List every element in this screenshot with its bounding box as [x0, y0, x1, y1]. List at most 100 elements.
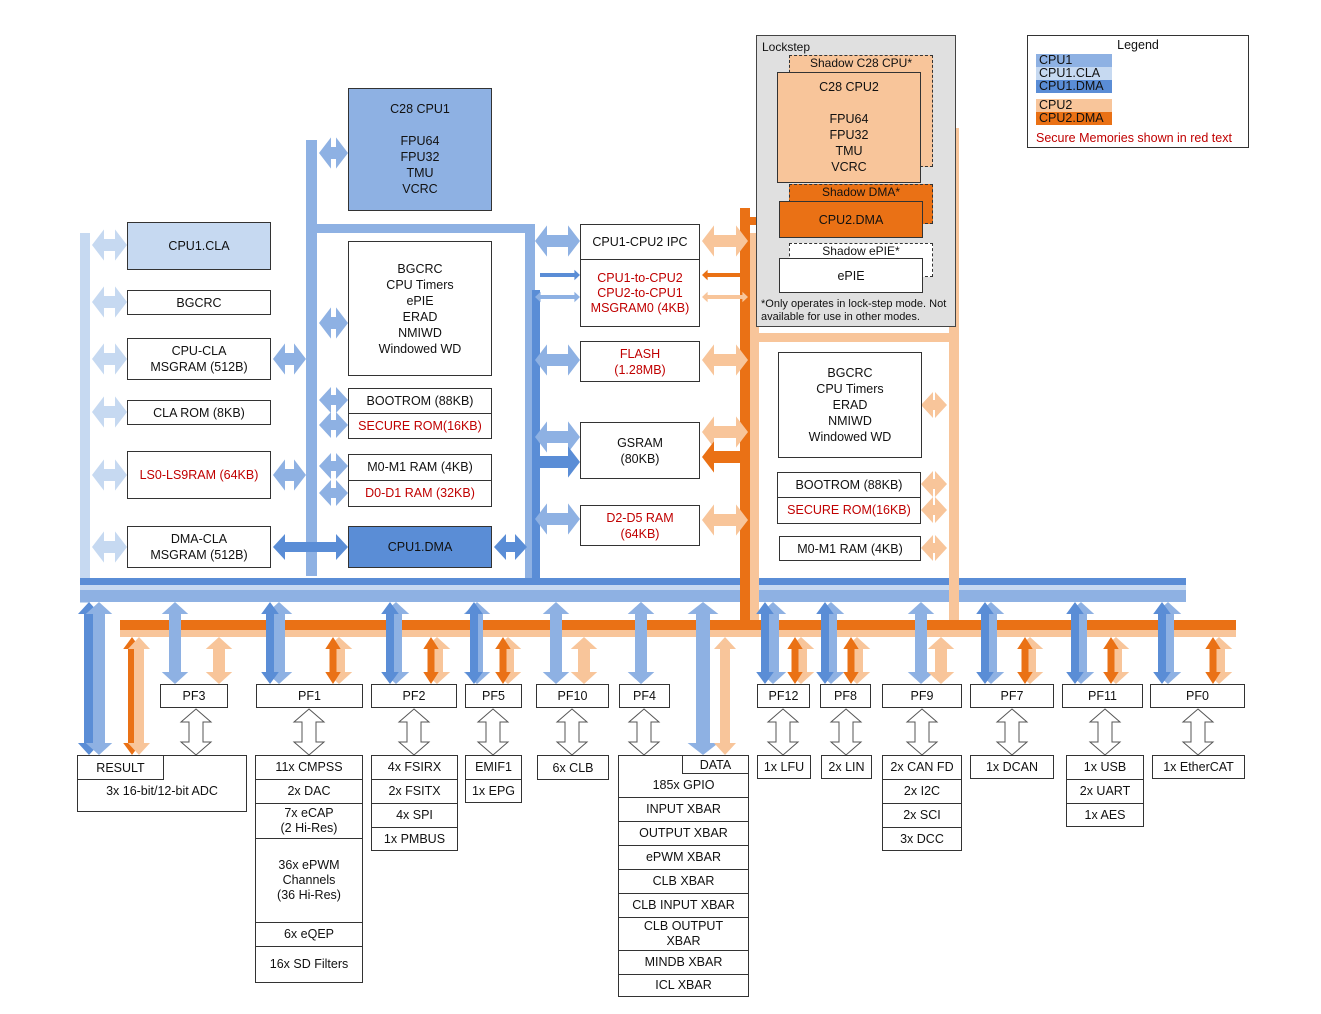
cpu1-bus [306, 140, 317, 576]
periph-cmpss: 11x CMPSS [256, 756, 362, 780]
ipc-cpu2-arrow [702, 225, 748, 257]
cpu2-periph-arrow-4 [921, 535, 947, 561]
cpu1-system-peripherals: BGCRC CPU Timers ePIE ERAD NMIWD Windowe… [348, 241, 492, 376]
periph-clb-xbar: CLB XBAR [619, 870, 748, 894]
adc-arrow-dma1 [78, 602, 100, 755]
hollow-arrow-icon-7 [829, 708, 863, 756]
frame-arrow-dma1-pf2 [381, 602, 399, 684]
frame-pf10: PF10 [536, 684, 609, 708]
cpu2-bus-right [949, 128, 959, 628]
frame-pf0: PF0 [1150, 684, 1245, 708]
legend-cpu1: CPU1 [1036, 54, 1112, 67]
periph-mindb-xbar: MINDB XBAR [619, 951, 748, 975]
frame-arrow-dma2-pf2 [423, 637, 439, 684]
legend-cpu1-dma: CPU1.DMA [1036, 80, 1112, 93]
msgram-dma1-arrow [540, 269, 580, 281]
cpu1-dma-bus [532, 290, 540, 580]
gsram-cpu1-arrow [535, 421, 580, 453]
flash-cpu2-arrow [702, 344, 748, 376]
pf1-peripherals: 11x CMPSS 2x DAC 7x eCAP (2 Hi-Res) 36x … [255, 755, 363, 983]
gsram: GSRAM (80KB) [580, 422, 700, 479]
periph-epg: 1x EPG [471, 783, 516, 798]
periph-uart: 2x UART [1067, 780, 1143, 804]
cla-arrow-3 [92, 396, 127, 428]
frame-arrow-cpu1-pf10 [542, 602, 570, 684]
hollow-arrow-icon-2 [397, 708, 431, 756]
cpu2-dma: CPU2.DMA [779, 201, 923, 238]
peripheral-bus-dma2 [120, 620, 1236, 630]
gpio-arrow-cpu1 [687, 602, 719, 755]
ipc-cpu1-arrow [535, 225, 580, 257]
cla-arrow-5 [92, 531, 127, 563]
periph-input-xbar: INPUT XBAR [619, 798, 748, 822]
cla-rom: CLA ROM (8KB) [127, 400, 271, 425]
periph-spi: 4x SPI [372, 804, 457, 828]
frame-arrow-dma1-pf7 [976, 602, 994, 684]
pf9-peripherals: 2x CAN FD 2x I2C 2x SCI 3x DCC [882, 755, 962, 851]
periph-aes: 1x AES [1084, 807, 1126, 822]
frame-arrow-cpu1-pf1 [265, 602, 293, 684]
frame-pf1: PF1 [256, 684, 363, 708]
peripheral-bus-dma1 [80, 578, 1186, 585]
cpu1-dma-bus-arrow [494, 534, 527, 560]
hollow-arrow-icon-1 [292, 708, 326, 756]
cpu2-bus-inner [750, 233, 759, 628]
frame-pf5: PF5 [465, 684, 522, 708]
cpu2-periph-arrow-1 [921, 392, 947, 418]
frame-arrow-cpu1-pf4b [627, 602, 655, 684]
frame-arrow-cpu1-pf7 [977, 602, 1005, 684]
frame-arrow-dma1-pf11 [1066, 602, 1084, 684]
legend: Legend CPU1 CPU1.CLA CPU1.DMA CPU2 CPU2.… [1027, 35, 1249, 148]
periph-can-fd: 2x CAN FD [883, 756, 961, 780]
periph-ecap: 7x eCAP (2 Hi-Res) [256, 804, 362, 839]
gpio-arrow-cpu2 [714, 637, 736, 755]
gsram-dma1-arrow [540, 446, 580, 478]
periph-fsitx: 2x FSITX [372, 780, 457, 804]
frame-arrow-dma1-pf1 [261, 602, 279, 684]
c28-cpu2: C28 CPU2 FPU64 FPU32 TMU VCRC [777, 72, 921, 183]
periph-clb-input-xbar: CLB INPUT XBAR [619, 894, 748, 918]
frame-pf4: PF4 [619, 684, 670, 708]
pf2-peripherals: 4x FSIRX 2x FSITX 4x SPI 1x PMBUS [371, 755, 458, 851]
cla-bus [80, 233, 90, 603]
cla-bgcrc: BGCRC [127, 290, 271, 315]
msgram-cpu2-arrow [702, 291, 748, 303]
d2-d5-ram: D2-D5 RAM (64KB) [580, 505, 700, 546]
periph-lin: 2x LIN [821, 755, 872, 779]
periph-dac: 2x DAC [256, 780, 362, 804]
frame-arrow-dma1-pf8 [816, 602, 834, 684]
cpu1-periph-arrow [319, 307, 348, 339]
legend-cpu2: CPU2 [1036, 99, 1112, 112]
adc-result: RESULT [78, 756, 164, 780]
periph-lfu: 1x LFU [757, 755, 811, 779]
cpu2-rom-stack: BOOTROM (88KB) SECURE ROM(16KB) [777, 472, 921, 524]
hollow-arrow-icon-6 [766, 708, 800, 756]
flash-cpu1-arrow [535, 344, 580, 376]
peripheral-bus-cla [80, 585, 1186, 590]
cpu1-d0d1-arrow [319, 480, 348, 506]
cpu1-securerom-arrow [319, 412, 348, 438]
c28-cpu1: C28 CPU1 FPU64 FPU32 TMU VCRC [348, 88, 492, 211]
frame-arrow-dma2-pf1 [325, 637, 341, 684]
frame-pf12: PF12 [757, 684, 810, 708]
frame-arrow-cpu1-pf8 [817, 602, 845, 684]
periph-dcc: 3x DCC [900, 831, 944, 846]
frame-arrow-dma2-pf0 [1205, 637, 1221, 684]
periph-gpio: 185x GPIO [619, 756, 748, 798]
frame-arrow-cpu1-pf0 [1154, 602, 1182, 684]
dma-cla-msgram-arrow [273, 534, 348, 560]
legend-secure-note: Secure Memories shown in red text [1036, 131, 1232, 145]
cpu2-m0m1-ram: M0-M1 RAM (4KB) [779, 536, 921, 561]
hollow-arrow-icon-8 [905, 708, 939, 756]
cpu2-bootrom: BOOTROM (88KB) [778, 473, 920, 498]
cla-msgram-cpu-arrow [273, 343, 306, 375]
cpu2-bus-mid [750, 333, 955, 342]
cpu2-periph-arrow-2 [921, 471, 947, 497]
gsram-cpu2-arrow [702, 416, 748, 448]
frame-arrow-cpu2-pf10 [570, 637, 598, 684]
ipc-msgram: CPU1-to-CPU2 CPU2-to-CPU1 MSGRAM0 (4KB) [590, 270, 690, 315]
cpu1-bootrom: BOOTROM (88KB) [349, 389, 491, 414]
hollow-arrow-icon-3 [476, 708, 510, 756]
cpu1-bus-right [525, 224, 535, 580]
